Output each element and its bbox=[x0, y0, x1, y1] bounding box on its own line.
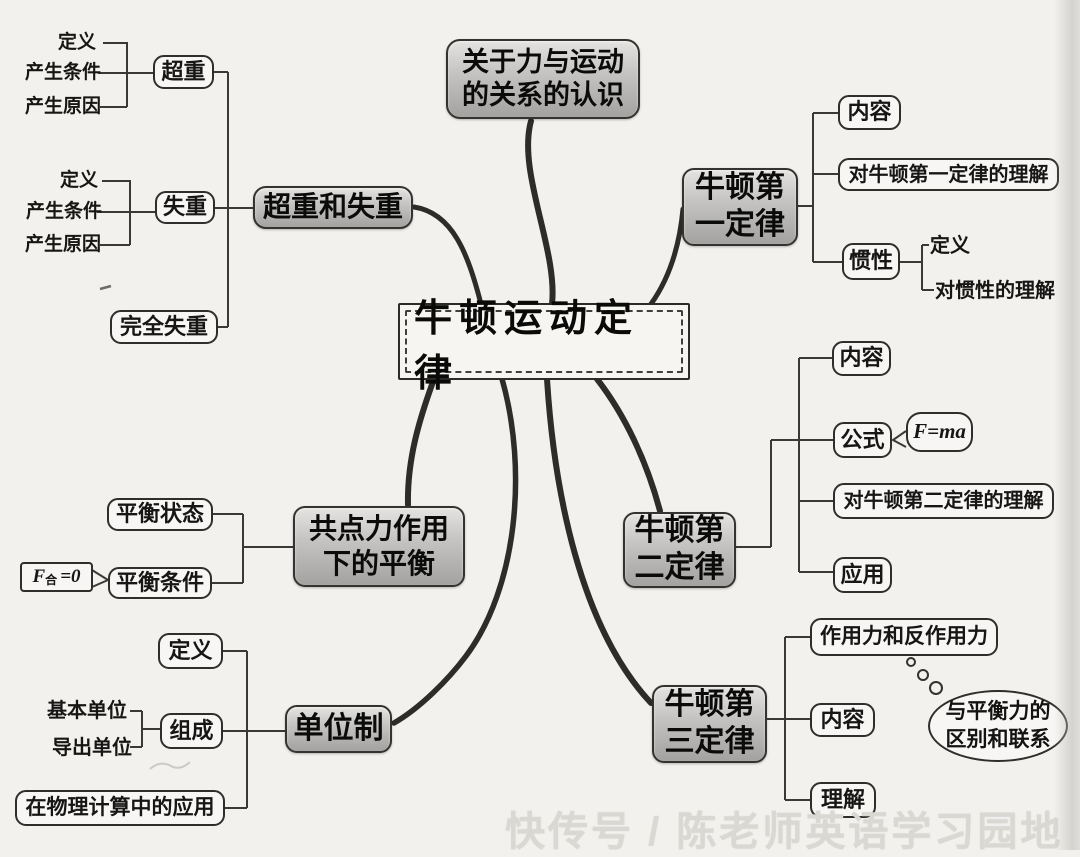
formula-f-symbol: F bbox=[32, 565, 46, 587]
branch-curve-unit-system bbox=[391, 376, 519, 726]
bracket-first-law bbox=[798, 112, 842, 263]
center-node-label: 牛顿运动定律 bbox=[405, 298, 683, 395]
subnode-second-law-content: 内容 bbox=[832, 341, 891, 376]
bracket-second-law bbox=[735, 357, 833, 573]
node-unit-system: 单位制 bbox=[285, 705, 392, 753]
leaf-overweight-definition: 定义 bbox=[58, 32, 97, 53]
leaf-weightless-definition: 定义 bbox=[60, 170, 99, 191]
subnode-second-law-formula: 公式 bbox=[833, 422, 892, 458]
formula-bubble-tail bbox=[891, 430, 907, 448]
leaf-overweight-condition: 产生条件 bbox=[25, 62, 102, 83]
subnode-overweight: 超重 bbox=[153, 55, 214, 89]
leaf-derived-unit: 导出单位 bbox=[52, 737, 132, 759]
branch-curve-first-law bbox=[648, 206, 686, 307]
condition-bubble-tail bbox=[91, 569, 111, 588]
node-relation: 关于力与运动 的关系的认识 bbox=[446, 39, 640, 119]
stray-mark bbox=[99, 284, 112, 291]
bracket-unit-system bbox=[223, 650, 285, 809]
subnode-unit-definition: 定义 bbox=[158, 633, 223, 669]
leaf-inertia-definition: 定义 bbox=[930, 235, 970, 257]
bracket-weight bbox=[214, 71, 253, 328]
branch-curve-second-law bbox=[594, 376, 663, 514]
subnode-unit-composition: 组成 bbox=[160, 713, 223, 749]
subnode-inertia: 惯性 bbox=[842, 243, 900, 280]
subnode-action-reaction: 作用力和反作用力 bbox=[810, 618, 998, 656]
leaf-weightless-cause: 产生原因 bbox=[25, 234, 102, 255]
page-edge-shadow bbox=[1054, 0, 1080, 850]
bracket-equilibrium bbox=[212, 513, 293, 584]
formula-bubble: F=ma bbox=[906, 412, 973, 452]
bracket-third-law bbox=[767, 636, 810, 801]
leaf-overweight-cause: 产生原因 bbox=[25, 96, 102, 117]
bracket-overweight-leaves bbox=[98, 42, 153, 108]
node-equilibrium: 共点力作用 下的平衡 bbox=[293, 506, 465, 587]
subnode-equilibrium-state: 平衡状态 bbox=[107, 498, 213, 531]
subnode-second-law-application: 应用 bbox=[833, 557, 892, 593]
pencil-squiggle bbox=[149, 761, 191, 770]
subnode-equilibrium-condition: 平衡条件 bbox=[108, 567, 212, 599]
subnode-weightless: 失重 bbox=[155, 191, 215, 224]
leaf-basic-unit: 基本单位 bbox=[47, 700, 127, 722]
subnode-complete-weightless: 完全失重 bbox=[110, 310, 218, 344]
balance-ellipse: 与平衡力的 区别和联系 bbox=[928, 690, 1068, 762]
bracket-unit-composition bbox=[130, 710, 160, 748]
thought-dots-icon bbox=[906, 657, 943, 695]
formula-f-rest: =0 bbox=[60, 565, 81, 587]
formula-f-subscript: 合 bbox=[45, 573, 58, 588]
bracket-weightless-leaves bbox=[97, 180, 155, 246]
watermark: 快传号 / 陈老师英语学习园地 bbox=[505, 810, 1064, 854]
node-third-law: 牛顿第 三定律 bbox=[652, 685, 767, 763]
node-weight: 超重和失重 bbox=[253, 186, 413, 229]
branch-curve-weight bbox=[411, 204, 484, 307]
bracket-inertia bbox=[899, 244, 934, 291]
branch-curve-third-law bbox=[544, 376, 654, 706]
branch-curve-equilibrium bbox=[404, 376, 437, 508]
subnode-first-law-content: 内容 bbox=[838, 95, 901, 130]
subnode-third-law-understanding: 理解 bbox=[810, 782, 876, 818]
node-first-law: 牛顿第 一定律 bbox=[682, 168, 798, 246]
subnode-first-law-understanding: 对牛顿第一定律的理解 bbox=[838, 158, 1059, 191]
center-node: 牛顿运动定律 bbox=[398, 298, 690, 395]
leaf-inertia-understanding: 对惯性的理解 bbox=[935, 280, 1055, 302]
subnode-unit-application: 在物理计算中的应用 bbox=[15, 790, 225, 826]
subnode-second-law-understanding: 对牛顿第二定律的理解 bbox=[833, 483, 1054, 519]
leaf-weightless-condition: 产生条件 bbox=[26, 201, 103, 222]
node-second-law: 牛顿第 二定律 bbox=[623, 512, 736, 588]
subnode-third-law-content: 内容 bbox=[810, 703, 875, 737]
branch-curve-relation bbox=[525, 118, 556, 307]
